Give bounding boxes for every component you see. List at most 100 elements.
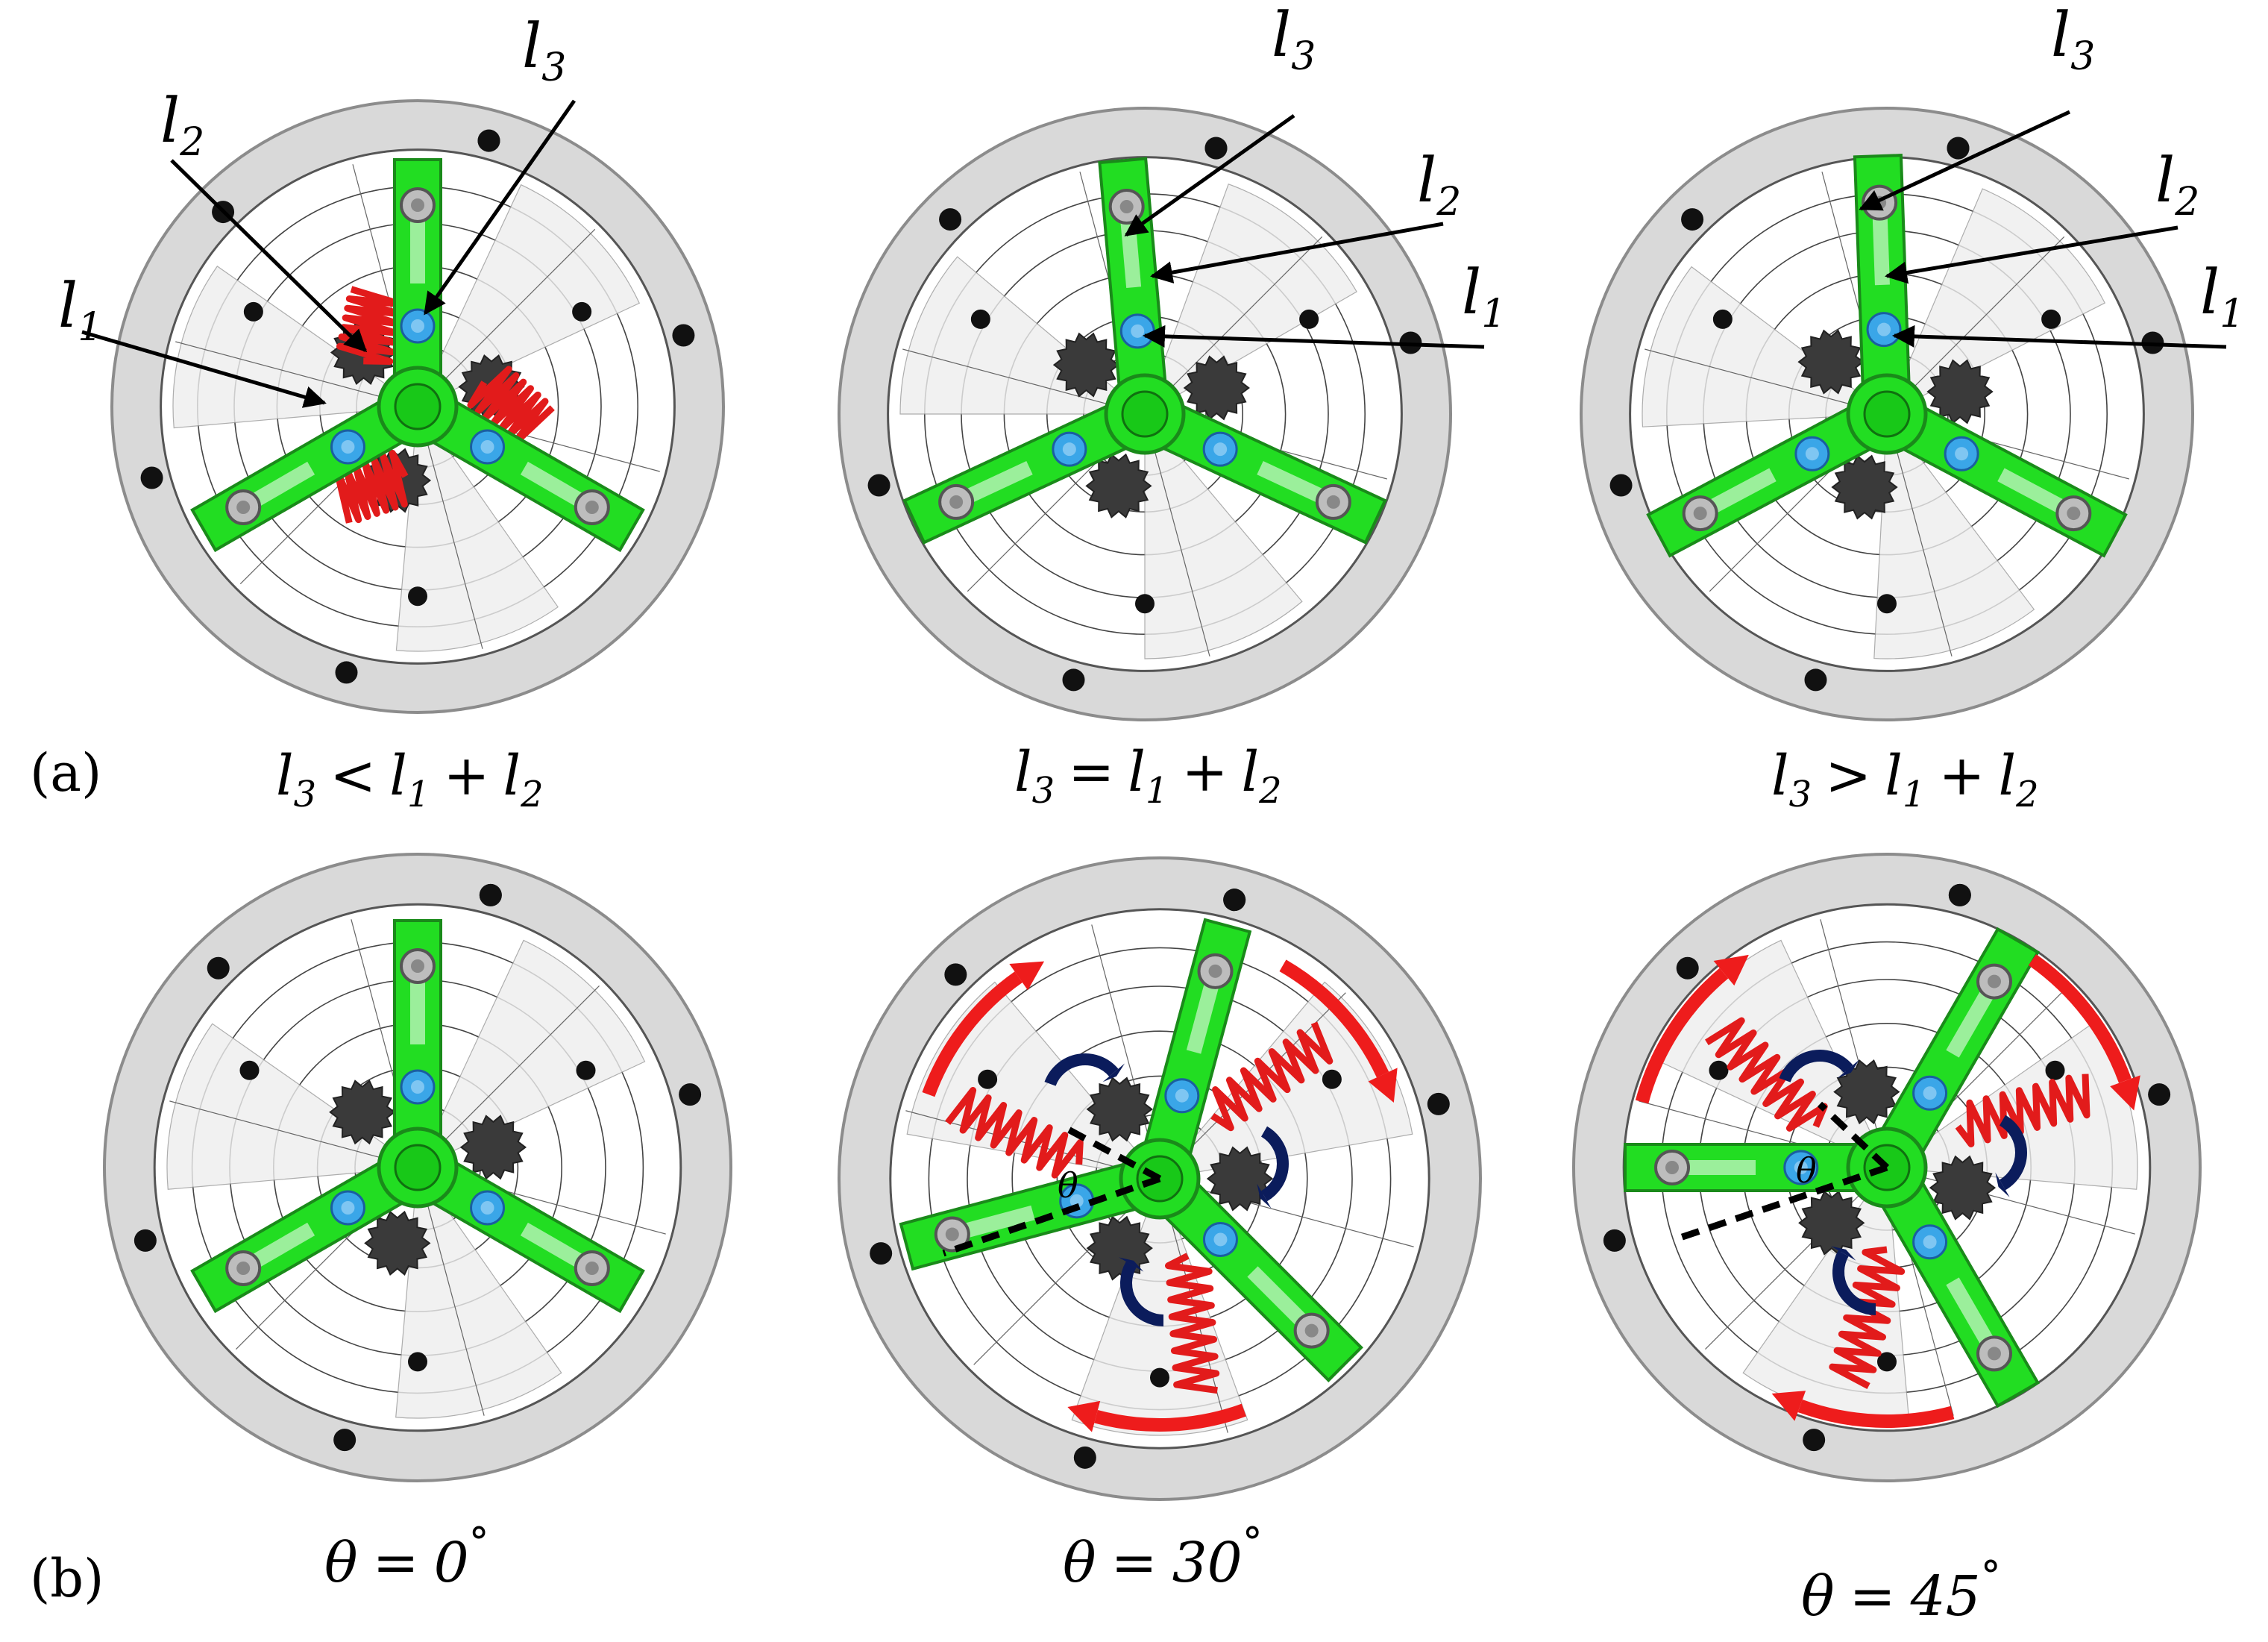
red-rotation-arrow-4-head xyxy=(2110,1075,2140,1111)
callout-l1-a2: l1 xyxy=(1462,257,1506,336)
joint-center xyxy=(1955,447,1969,461)
end-bolt-center xyxy=(585,501,599,514)
leader-arrow-5 xyxy=(1143,325,1485,349)
outer-bolt-icon xyxy=(1603,1229,1626,1252)
leader-arrow-2 xyxy=(423,99,577,316)
end-bolt-center xyxy=(1326,495,1340,509)
joint-center xyxy=(411,319,424,333)
inner-bolt-icon xyxy=(572,301,592,322)
annotations xyxy=(81,99,2227,1432)
navy-rotation-arrow-6-head xyxy=(1831,1246,1856,1261)
gear-icon xyxy=(1085,453,1152,518)
spring-0 xyxy=(1210,1021,1334,1132)
angle-dashed-line-3 xyxy=(1677,1164,1888,1242)
sector-shade xyxy=(1873,413,2035,659)
outer-bolt-icon xyxy=(1073,1446,1096,1469)
leader-arrow-6 xyxy=(1859,110,2071,211)
radial-line xyxy=(1645,348,1888,415)
spring-2 xyxy=(1705,1017,1828,1132)
gear-icon xyxy=(459,1115,527,1180)
radial-line xyxy=(1144,413,1210,657)
radial-line xyxy=(1886,1167,2135,1235)
end-bolt-center xyxy=(1208,964,1222,978)
hub-center xyxy=(394,1144,442,1191)
callout-l1-a1: l1 xyxy=(58,271,102,350)
radial-line xyxy=(1144,236,1323,415)
outer-bolt-icon xyxy=(939,208,962,231)
leader-arrow-3 xyxy=(1124,113,1295,237)
joint-center xyxy=(411,1080,424,1094)
spring-0 xyxy=(1955,1074,2090,1147)
spring-1 xyxy=(1164,1253,1220,1394)
outer-bolt-icon xyxy=(1676,956,1699,980)
angle-label-3: θ=45° xyxy=(1801,1552,2001,1629)
outer-bolt-icon xyxy=(140,466,163,489)
outer-bolt-icon xyxy=(679,1083,702,1106)
red-rotation-arrow-1-head xyxy=(1368,1068,1398,1103)
end-bolt-center xyxy=(1119,200,1134,214)
inner-bolt-icon xyxy=(1877,594,1897,614)
gear-icon xyxy=(1086,1077,1153,1142)
outer-bolt-icon xyxy=(1947,137,1970,160)
outer-bolt-icon xyxy=(672,324,695,347)
spring-1 xyxy=(1829,1246,1906,1390)
mechanism-a3 xyxy=(1580,107,2194,721)
svg-text:l1: l1 xyxy=(1462,257,1506,336)
radial-line xyxy=(1820,919,1888,1168)
radial-line xyxy=(169,1100,418,1168)
outer-bolt-icon xyxy=(1062,668,1085,692)
condition-label-2: l3=l1+l2 xyxy=(1014,740,1282,812)
condition-label-1: l3<l1+l2 xyxy=(276,744,544,815)
gear-icon xyxy=(1052,332,1120,398)
end-bolt-center xyxy=(1988,974,2001,988)
navy-rotation-arrow-3 xyxy=(1120,1262,1164,1326)
inner-bolt-icon xyxy=(1712,309,1733,329)
svg-text:l3=l1+l2: l3=l1+l2 xyxy=(1014,740,1282,812)
outer-bolt-icon xyxy=(1804,668,1827,692)
navy-rotation-arrow-6 xyxy=(1832,1250,1876,1315)
gear-icon xyxy=(1206,1146,1274,1212)
angle-dashed-line-2 xyxy=(1061,1124,1162,1182)
red-rotation-arrow-3-head xyxy=(1009,961,1045,991)
gear-icon xyxy=(1831,454,1898,520)
radial-line xyxy=(417,1167,485,1416)
outer-bolt-icon xyxy=(479,883,502,906)
svg-text:l3: l3 xyxy=(1272,0,1316,79)
inner-bolt-icon xyxy=(408,586,427,607)
leader-arrow-7 xyxy=(1885,225,2179,284)
sector-shade xyxy=(1143,184,1357,416)
joint-center xyxy=(1923,1235,1937,1249)
inner-bolt-icon xyxy=(1150,1367,1169,1388)
svg-text:l3>l1+l2: l3>l1+l2 xyxy=(1771,744,2039,815)
end-bolt-center xyxy=(1665,1161,1679,1174)
inner-bolt-icon xyxy=(978,1069,998,1089)
outer-bolt-icon xyxy=(333,1429,356,1452)
joint-center xyxy=(1062,442,1076,457)
panel-b-tag: (b) xyxy=(30,1548,104,1609)
gear-icon xyxy=(1926,359,1994,424)
radial-line xyxy=(417,228,596,407)
inner-bolt-icon xyxy=(1135,594,1155,614)
gear-icon xyxy=(329,1079,396,1145)
outer-bolt-icon xyxy=(2148,1083,2171,1106)
red-rotation-arrow-2-head xyxy=(1067,1400,1101,1432)
leader-arrow-0 xyxy=(81,330,327,408)
svg-text:θ=0°: θ=0° xyxy=(324,1519,489,1595)
gear-icon xyxy=(1833,1059,1900,1125)
outer-bolt-icon xyxy=(1223,889,1246,912)
end-bolt-center xyxy=(236,501,251,514)
mechanism-drawings xyxy=(103,99,2202,1501)
callout-l2-a3: l2 xyxy=(2155,145,2199,225)
radial-line xyxy=(417,985,600,1168)
joint-center xyxy=(1175,1088,1189,1103)
mechanism-b1 xyxy=(103,853,732,1482)
radial-line xyxy=(1886,236,2065,415)
inner-bolt-icon xyxy=(2041,309,2061,329)
svg-text:l3: l3 xyxy=(522,11,566,90)
sector-shade xyxy=(1144,413,1303,659)
inner-bolt-icon xyxy=(970,309,990,329)
red-rotation-arrow-4 xyxy=(2028,954,2132,1083)
red-rotation-arrow-6 xyxy=(1635,968,1729,1104)
inner-bolt-icon xyxy=(576,1060,596,1080)
inner-bolt-icon xyxy=(408,1352,427,1372)
